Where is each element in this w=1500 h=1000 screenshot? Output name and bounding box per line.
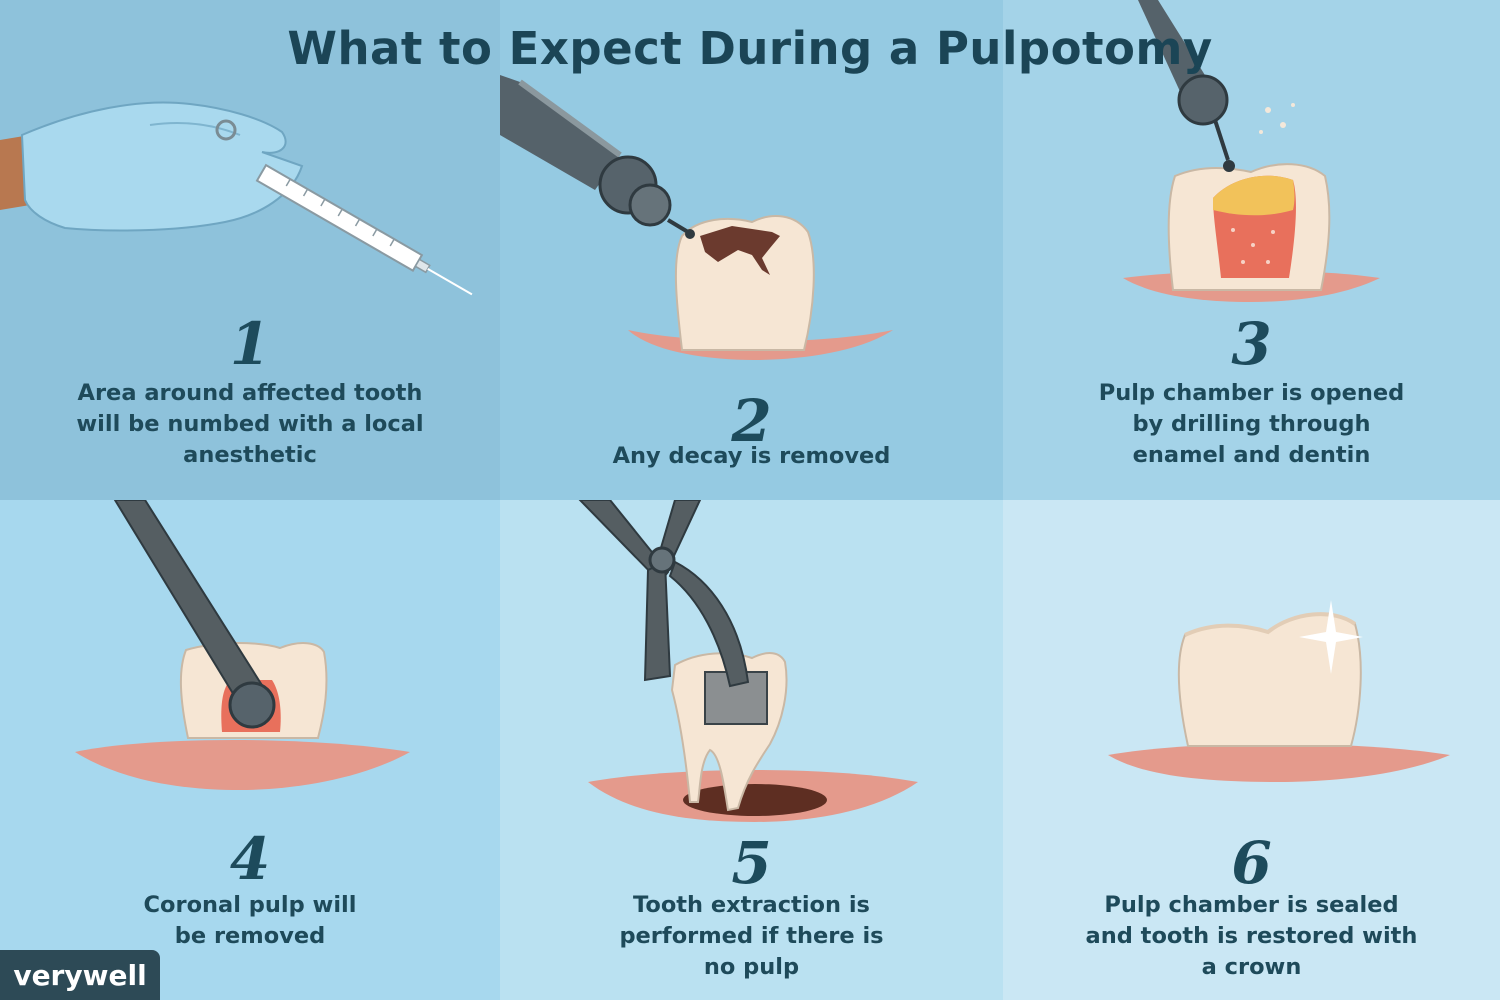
brand-logo: verywell: [0, 950, 160, 1000]
step-panel-4: 4 Coronal pulp will be removed: [0, 500, 500, 1000]
step-panel-5: 5 Tooth extraction is performed if there…: [500, 500, 1003, 1000]
excavator-pulp-icon: [75, 500, 410, 790]
step-caption: Tooth extraction is performed if there i…: [619, 892, 884, 980]
step-number: 6: [1231, 829, 1272, 897]
drill-decayed-tooth-icon: [500, 75, 893, 360]
step-number: 1: [229, 310, 271, 378]
step-number: 4: [229, 825, 271, 893]
step-number: 3: [1231, 310, 1272, 378]
crowned-tooth-sparkle-icon: [1108, 600, 1450, 782]
step-caption: Area around affected tooth will be numbe…: [76, 380, 424, 468]
step-panel-6: 6 Pulp chamber is sealed and tooth is re…: [1003, 500, 1500, 1000]
brand-name: verywell: [13, 958, 147, 992]
step-panel-2: 2 Any decay is removed: [500, 0, 1003, 500]
forceps-extraction-icon: [578, 500, 918, 822]
step-caption: Coronal pulp will be removed: [143, 892, 357, 949]
step-number: 5: [731, 829, 772, 897]
step-caption: Any decay is removed: [612, 443, 891, 469]
step-caption: Pulp chamber is opened by drilling throu…: [1098, 380, 1405, 468]
drill-open-pulp-icon: [1123, 0, 1380, 302]
step-panel-3: 3 Pulp chamber is opened by drilling thr…: [1003, 0, 1500, 500]
step-panel-1: 1 Area around affected tooth will be num…: [0, 0, 500, 500]
step-caption: Pulp chamber is sealed and tooth is rest…: [1085, 892, 1418, 980]
step-number: 2: [731, 387, 772, 455]
gloved-hand-syringe-icon: [0, 101, 473, 296]
page-title: What to Expect During a Pulpotomy: [287, 22, 1213, 75]
